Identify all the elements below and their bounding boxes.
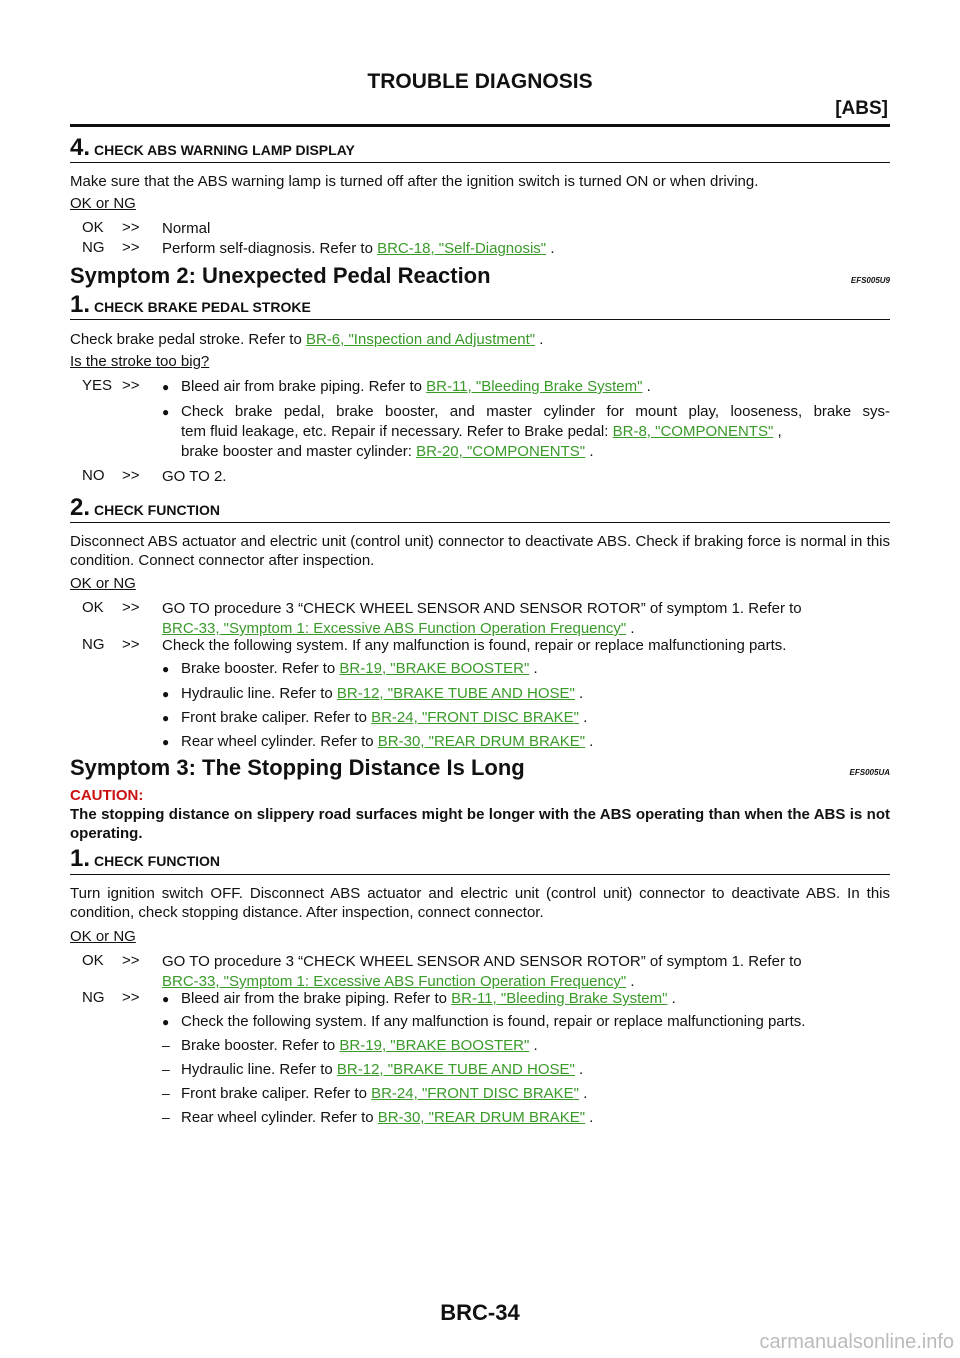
question: OK or NG xyxy=(70,575,136,592)
ng-text: Check the following system. If any malfu… xyxy=(162,637,787,654)
section-label: [ABS] xyxy=(835,98,888,119)
arrow: >> xyxy=(122,952,140,969)
bullet-text: Front brake caliper. Refer to BR-24, "FR… xyxy=(181,709,588,726)
arrow: >> xyxy=(122,219,140,236)
arrow: >> xyxy=(122,636,140,653)
link-rear-drum[interactable]: BR-30, "REAR DRUM BRAKE" xyxy=(377,733,586,750)
bullet-icon: ● xyxy=(162,662,170,676)
link-rear-drum[interactable]: BR-30, "REAR DRUM BRAKE" xyxy=(377,1109,586,1126)
ok-text: GO TO procedure 3 “CHECK WHEEL SENSOR AN… xyxy=(162,953,802,990)
divider xyxy=(70,522,890,523)
ok-text: GO TO procedure 3 “CHECK WHEEL SENSOR AN… xyxy=(162,600,802,637)
divider xyxy=(70,319,890,320)
arrow: >> xyxy=(122,989,140,1006)
bullet-text: Check the following system. If any malfu… xyxy=(181,1013,806,1030)
header-rule xyxy=(70,124,890,127)
link-symptom1[interactable]: BRC-33, "Symptom 1: Excessive ABS Functi… xyxy=(162,973,627,990)
link-components-br8[interactable]: BR-8, "COMPONENTS" xyxy=(612,423,774,440)
bullet-text: brake booster and master cylinder: BR-20… xyxy=(181,443,594,460)
bullet-text: tem fluid leakage, etc. Repair if necess… xyxy=(181,423,782,440)
link-symptom1[interactable]: BRC-33, "Symptom 1: Excessive ABS Functi… xyxy=(162,620,627,637)
question: OK or NG xyxy=(70,928,136,945)
bullet-icon: ● xyxy=(162,380,170,394)
ng-label: NG xyxy=(82,989,105,1006)
ok-text: Normal xyxy=(162,220,211,237)
ref-code: EFS005U9 xyxy=(850,276,890,285)
bullet-icon: ● xyxy=(162,687,170,701)
arrow: >> xyxy=(122,377,140,394)
link-brake-tube[interactable]: BR-12, "BRAKE TUBE AND HOSE" xyxy=(336,685,575,702)
link-brake-tube[interactable]: BR-12, "BRAKE TUBE AND HOSE" xyxy=(336,1061,575,1078)
dash-icon: – xyxy=(162,1109,170,1125)
dash-icon: – xyxy=(162,1037,170,1053)
dash-text: Brake booster. Refer to BR-19, "BRAKE BO… xyxy=(181,1037,538,1054)
step-text: Make sure that the ABS warning lamp is t… xyxy=(70,173,759,190)
link-self-diagnosis[interactable]: BRC-18, "Self-Diagnosis" xyxy=(377,240,547,257)
ok-label: OK xyxy=(82,599,104,616)
divider xyxy=(70,874,890,875)
step-heading: 2.CHECK FUNCTION xyxy=(70,494,221,521)
no-text: GO TO 2. xyxy=(162,468,227,485)
bullet-text: Bleed air from the brake piping. Refer t… xyxy=(181,990,676,1007)
bullet-text: Check brake pedal, brake booster, and ma… xyxy=(181,403,890,420)
link-components-br20[interactable]: BR-20, "COMPONENTS" xyxy=(416,443,586,460)
link-brake-booster[interactable]: BR-19, "BRAKE BOOSTER" xyxy=(339,660,530,677)
symptom-heading: Symptom 3: The Stopping Distance Is Long xyxy=(70,755,525,780)
caution-label: CAUTION: xyxy=(70,787,144,804)
dash-text: Front brake caliper. Refer to BR-24, "FR… xyxy=(181,1085,588,1102)
step-heading: 1.CHECK BRAKE PEDAL STROKE xyxy=(70,291,311,318)
bullet-text: Brake booster. Refer to BR-19, "BRAKE BO… xyxy=(181,660,538,677)
bullet-text: Bleed air from brake piping. Refer to BR… xyxy=(181,378,651,395)
page-number: BRC-34 xyxy=(440,1300,520,1325)
arrow: >> xyxy=(122,599,140,616)
dash-text: Rear wheel cylinder. Refer to BR-30, "RE… xyxy=(181,1109,594,1126)
bullet-text: Rear wheel cylinder. Refer to BR-30, "RE… xyxy=(181,733,594,750)
link-inspection-adjustment[interactable]: BR-6, "Inspection and Adjustment" xyxy=(305,331,536,348)
bullet-icon: ● xyxy=(162,735,170,749)
yes-label: YES xyxy=(82,377,113,394)
dash-icon: – xyxy=(162,1061,170,1077)
bullet-text: Hydraulic line. Refer to BR-12, "BRAKE T… xyxy=(181,685,584,702)
bullet-icon: ● xyxy=(162,711,170,725)
step-text: Disconnect ABS actuator and electric uni… xyxy=(70,533,890,569)
ref-code: EFS005UA xyxy=(849,768,890,777)
watermark: carmanualsonline.info xyxy=(759,1331,954,1353)
link-front-disc[interactable]: BR-24, "FRONT DISC BRAKE" xyxy=(371,709,580,726)
link-bleeding[interactable]: BR-11, "Bleeding Brake System" xyxy=(451,990,668,1007)
arrow: >> xyxy=(122,239,140,256)
question: OK or NG xyxy=(70,195,136,212)
question: Is the stroke too big? xyxy=(70,353,210,370)
ng-label: NG xyxy=(82,239,105,256)
link-brake-booster[interactable]: BR-19, "BRAKE BOOSTER" xyxy=(339,1037,530,1054)
ok-label: OK xyxy=(82,219,104,236)
link-front-disc[interactable]: BR-24, "FRONT DISC BRAKE" xyxy=(371,1085,580,1102)
bullet-icon: ● xyxy=(162,405,170,419)
step-text: Turn ignition switch OFF. Disconnect ABS… xyxy=(70,885,890,921)
caution-text: The stopping distance on slippery road s… xyxy=(70,806,890,842)
bullet-icon: ● xyxy=(162,1015,170,1029)
ng-text: Perform self-diagnosis. Refer to BRC-18,… xyxy=(162,240,555,257)
divider xyxy=(70,162,890,163)
ok-label: OK xyxy=(82,952,104,969)
ng-label: NG xyxy=(82,636,105,653)
step-text: Check brake pedal stroke. Refer to BR-6,… xyxy=(70,331,544,348)
link-bleeding[interactable]: BR-11, "Bleeding Brake System" xyxy=(426,378,643,395)
step-heading: 4.CHECK ABS WARNING LAMP DISPLAY xyxy=(70,134,355,161)
arrow: >> xyxy=(122,467,140,484)
bullet-icon: ● xyxy=(162,992,170,1006)
dash-text: Hydraulic line. Refer to BR-12, "BRAKE T… xyxy=(181,1061,584,1078)
step-heading: 1.CHECK FUNCTION xyxy=(70,845,221,872)
page-title: TROUBLE DIAGNOSIS xyxy=(367,70,593,93)
dash-icon: – xyxy=(162,1085,170,1101)
no-label: NO xyxy=(82,467,105,484)
symptom-heading: Symptom 2: Unexpected Pedal Reaction xyxy=(70,263,491,288)
